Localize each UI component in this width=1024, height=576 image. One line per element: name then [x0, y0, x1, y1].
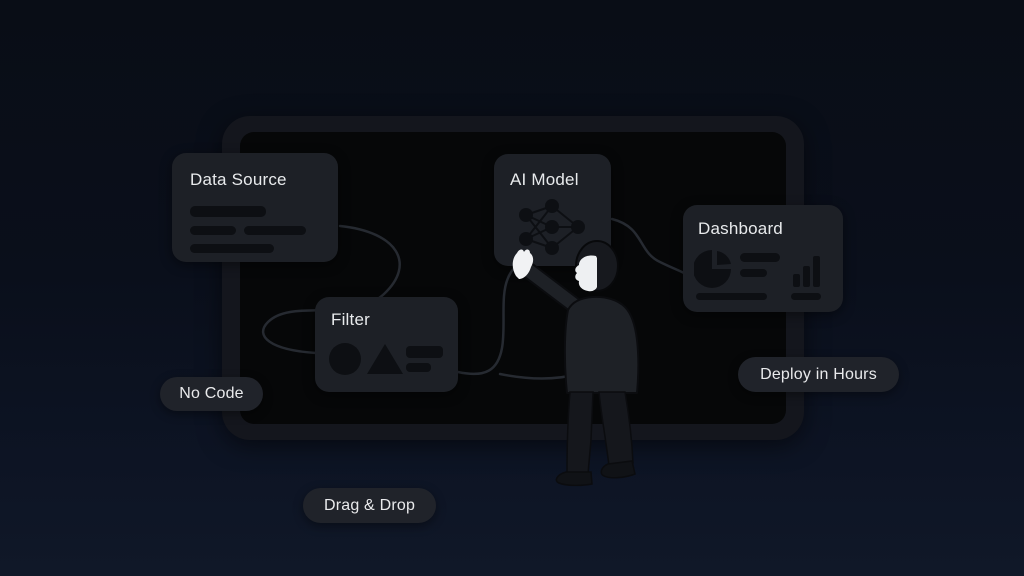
person-left-shoe: [555, 471, 593, 487]
card-ai-model: AI Model: [494, 154, 611, 266]
person-right-shoe: [600, 460, 636, 479]
badge-no-code: No Code: [160, 377, 263, 411]
pie-chart-icon: [694, 250, 731, 288]
triangle-shape-icon: [367, 344, 403, 374]
card-filter: Filter: [315, 297, 458, 392]
card-data-source: Data Source: [172, 153, 338, 262]
card-data-source-title: Data Source: [190, 170, 287, 189]
badge-no-code-label: No Code: [179, 385, 244, 402]
card-dashboard-title: Dashboard: [698, 219, 783, 238]
badge-drag-and-drop: Drag & Drop: [303, 488, 436, 523]
footer-line-left: [696, 293, 767, 300]
card-ai-model-title: AI Model: [510, 170, 579, 189]
badge-deploy-in-hours: Deploy in Hours: [738, 357, 899, 392]
badge-drag-and-drop-label: Drag & Drop: [323, 496, 416, 514]
neural-network-icon: [519, 199, 585, 255]
card-dashboard: Dashboard: [683, 205, 843, 312]
card-filter-title: Filter: [331, 310, 370, 329]
footer-line-right: [791, 293, 821, 300]
circle-shape-icon: [329, 343, 361, 375]
badge-deploy-in-hours-label: Deploy in Hours: [760, 365, 877, 383]
